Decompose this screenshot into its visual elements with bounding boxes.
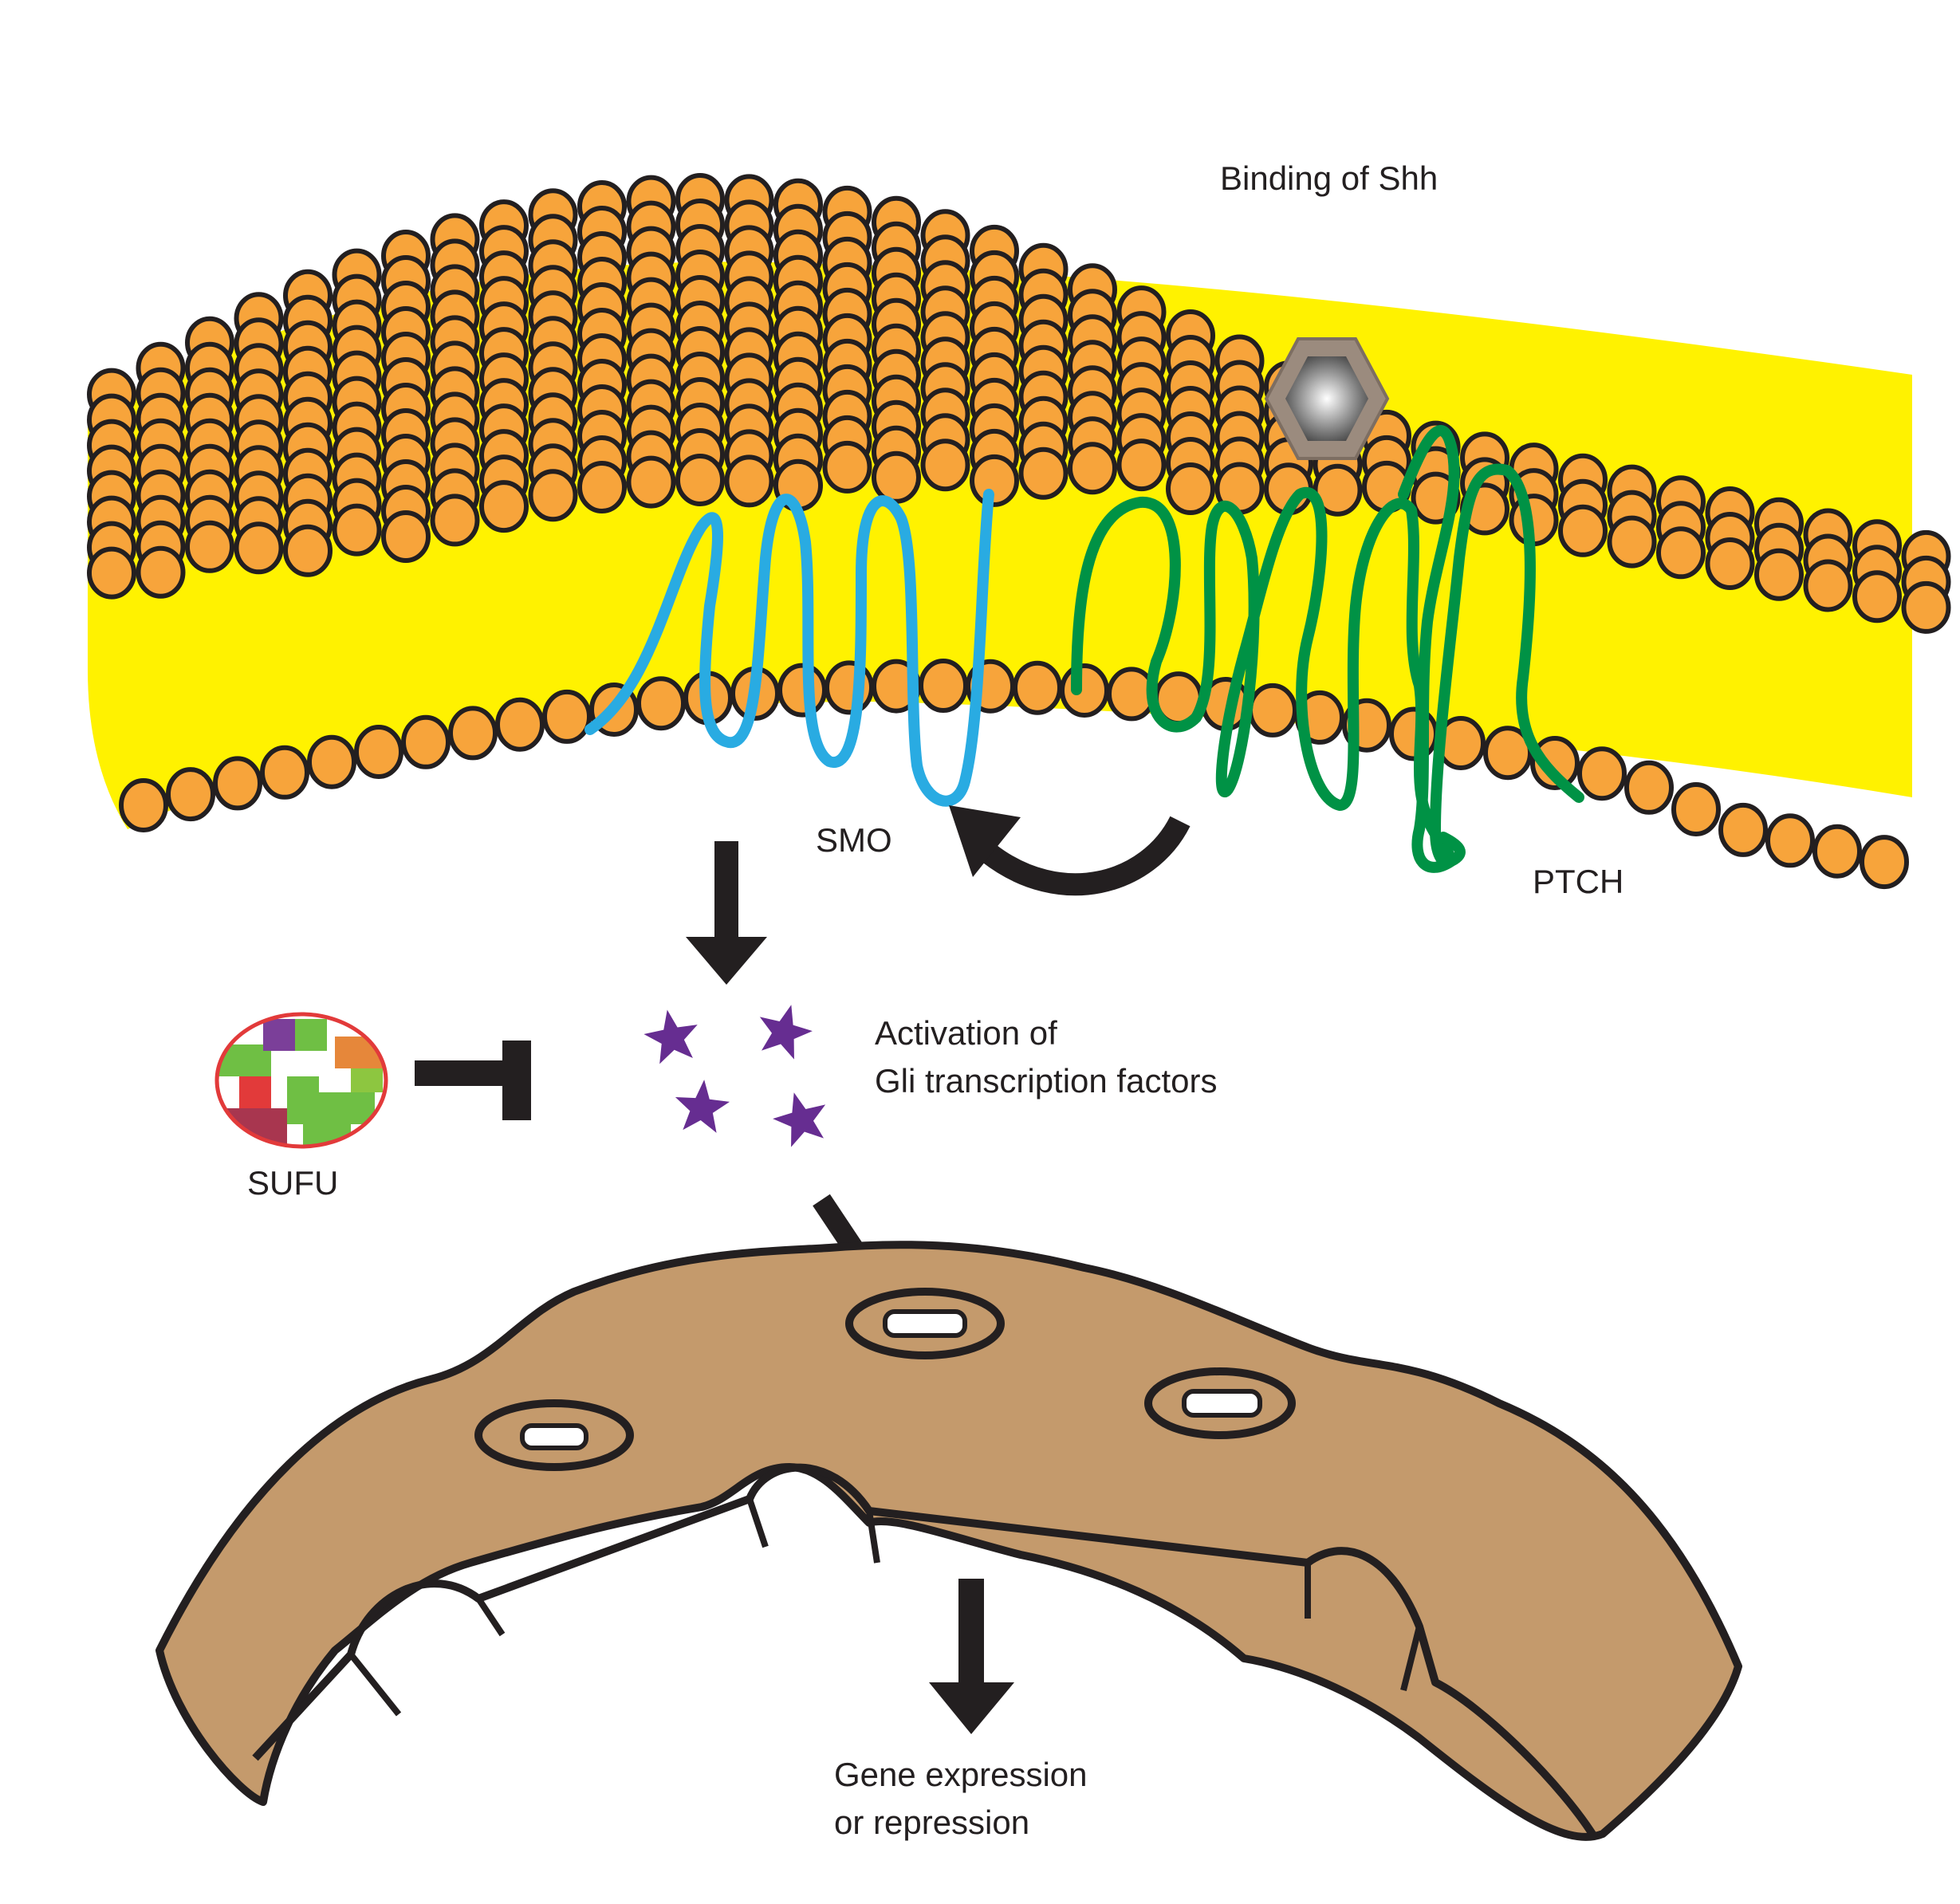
activation-label-line2: Gli transcription factors: [875, 1062, 1217, 1100]
gli-star-icon: [675, 1080, 730, 1133]
lipid-head: [136, 545, 186, 599]
gli-transcription-factors: [643, 1005, 826, 1147]
lipid-head: [1671, 782, 1721, 836]
gli-star-icon: [773, 1092, 826, 1147]
nucleus-body: [155, 1241, 1742, 1841]
lipid-head: [1018, 446, 1069, 500]
lipid-head: [1852, 570, 1902, 624]
lipid-head: [675, 454, 725, 506]
lipid-head: [528, 469, 578, 522]
lipid-head: [495, 697, 545, 752]
lipid-head: [1803, 559, 1853, 612]
lipid-head: [777, 663, 827, 718]
lipid-head: [1765, 813, 1815, 868]
lipid-head: [354, 725, 403, 779]
lipid-head: [1116, 439, 1167, 492]
smo-to-gli-arrow: [686, 841, 767, 985]
lipid-head: [119, 778, 168, 832]
lipid-head: [381, 510, 431, 563]
lipid-head: [1705, 537, 1755, 590]
lipid-head: [185, 520, 234, 573]
lipid-head: [970, 454, 1019, 507]
nucleus-inner-envelope: [252, 1463, 1599, 1840]
ptch-label: PTCH: [1533, 863, 1623, 900]
lipid-head: [1718, 802, 1768, 857]
lipid-head: [87, 546, 136, 600]
lipid-head: [636, 676, 686, 731]
lipid-head: [166, 767, 215, 822]
lipid-bilayer-upper: [87, 173, 1951, 634]
activation-label-line1: Activation of: [875, 1014, 1057, 1052]
lipid-head: [1166, 462, 1215, 515]
nuclear-pore: [845, 1288, 1005, 1359]
lipid-head: [920, 439, 970, 492]
lipid-head: [1812, 824, 1862, 879]
cell-membrane: [87, 173, 1951, 890]
gli-star-icon: [643, 1009, 698, 1064]
lipid-head: [1577, 746, 1627, 801]
lipid-head: [1901, 580, 1951, 634]
lipid-head: [283, 524, 333, 577]
gene-expression-arrow: [929, 1579, 1014, 1734]
lipid-head: [307, 734, 356, 789]
shh-ligand-icon: [1264, 337, 1390, 460]
gene-label-line2: or repression: [834, 1804, 1029, 1841]
ptch-to-smo-arrow: [949, 805, 1191, 896]
lipid-head: [577, 461, 627, 513]
nucleus-segment-lines: [348, 1497, 1423, 1717]
sufu-icon: [214, 1012, 388, 1149]
lipid-head: [872, 450, 921, 504]
smo-label: SMO: [816, 821, 892, 859]
gli-star-icon: [759, 1005, 813, 1060]
nuclear-pore: [474, 1399, 634, 1471]
lipid-head: [1013, 660, 1062, 715]
lipid-head: [1248, 683, 1297, 738]
lipid-head: [542, 689, 592, 744]
lipid-head: [1558, 504, 1608, 557]
lipid-head: [1860, 835, 1909, 890]
ptch-receptor: [1071, 463, 1584, 867]
lipid-head: [822, 440, 872, 494]
gene-label-line1: Gene expression: [834, 1756, 1088, 1793]
nucleus: [155, 1241, 1742, 1841]
smo-receptor: [584, 489, 994, 807]
lipid-head: [724, 454, 774, 508]
ptch-receptor-tail: [1398, 425, 1466, 873]
lipid-head: [213, 756, 262, 811]
lipid-head: [430, 494, 480, 547]
sufu-label: SUFU: [247, 1164, 338, 1202]
lipid-bilayer-lower: [119, 659, 1909, 890]
lipid-head: [626, 455, 676, 509]
lipid-head: [1530, 736, 1580, 790]
lipid-head: [401, 714, 451, 769]
lipid-head: [1656, 526, 1706, 580]
lipid-head: [1607, 515, 1657, 568]
lipid-head: [479, 480, 529, 533]
lipid-head: [919, 659, 968, 713]
binding-label: Binding of Shh: [1220, 159, 1438, 197]
lipid-head: [332, 503, 382, 557]
lipid-head: [1624, 760, 1674, 815]
lipid-head: [260, 745, 309, 800]
lipid-head: [234, 521, 284, 575]
sufu-inhibition-arrow: [415, 1041, 531, 1120]
lipid-head: [1754, 548, 1804, 601]
lipid-head: [1068, 442, 1117, 495]
lipid-head: [448, 706, 498, 761]
nuclear-pore: [1144, 1367, 1296, 1439]
lipid-head: [1060, 663, 1109, 718]
lipid-head: [1389, 706, 1439, 761]
